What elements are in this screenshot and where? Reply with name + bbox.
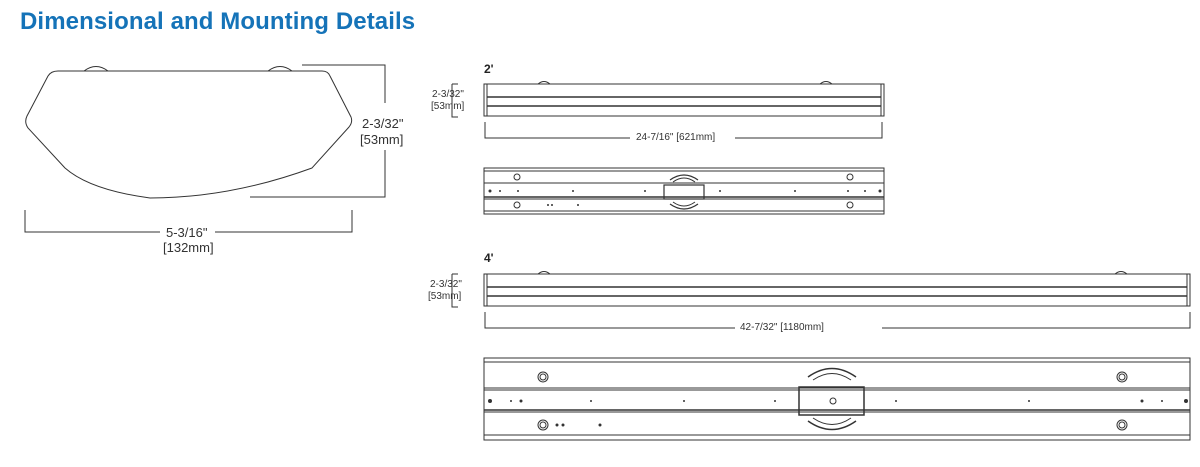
fixture-4ft-label: 4': [484, 251, 494, 265]
cross-section-width-mm: [132mm]: [163, 240, 214, 255]
cross-section-height-in: 2-3/32": [362, 116, 404, 131]
page-title: Dimensional and Mounting Details: [20, 8, 416, 35]
fixture-2ft-height-in: 2-3/32": [432, 89, 464, 100]
fixture-2ft-height-mm: [53mm]: [431, 101, 465, 112]
cross-section-profile: [24, 64, 386, 233]
fixture-4ft-height-in: 2-3/32": [430, 279, 462, 290]
fixture-2ft-bottom-view: [483, 167, 885, 215]
fixture-4ft-bottom-view: [483, 357, 1191, 441]
fixture-2ft-side-view: [451, 81, 885, 139]
fixture-2ft-length: 24-7/16" [621mm]: [636, 132, 716, 143]
fixture-4ft-length: 42-7/32" [1180mm]: [740, 322, 824, 333]
cross-section-width-in: 5-3/16": [166, 225, 208, 240]
fixture-2ft-label: 2': [484, 62, 494, 76]
cross-section-height-mm: [53mm]: [360, 132, 404, 147]
fixture-4ft-height-mm: [53mm]: [428, 291, 462, 302]
fixture-4ft-side-view: [451, 271, 1191, 329]
